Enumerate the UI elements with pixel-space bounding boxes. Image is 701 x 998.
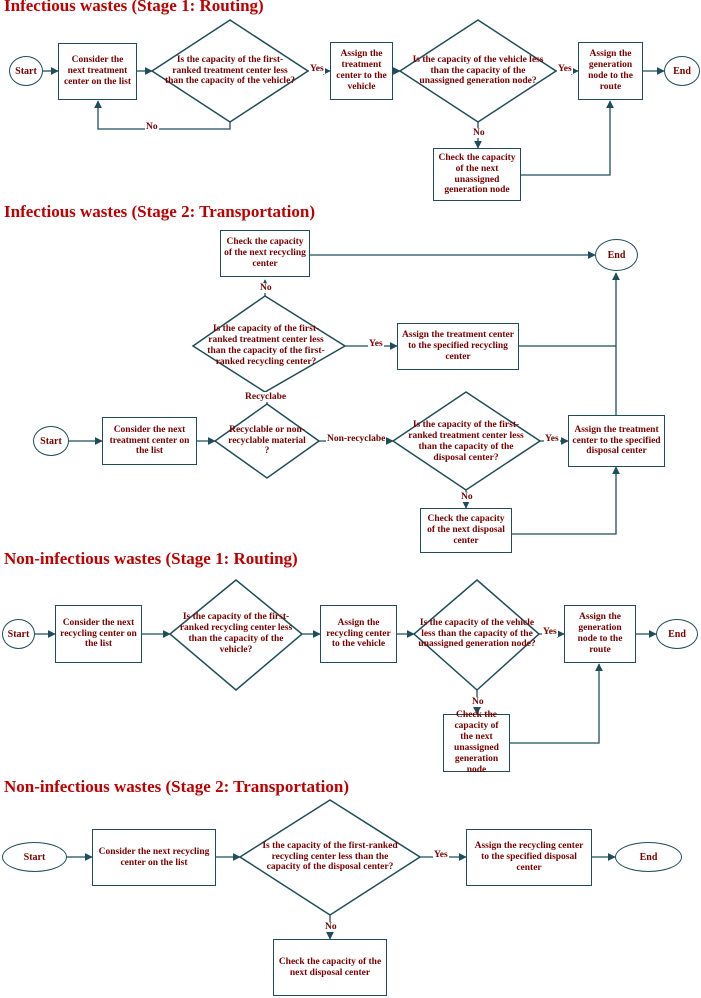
s2-end-node: End — [595, 239, 638, 271]
s3-decision2-text: Is the capacity of the vehicle less than… — [418, 617, 536, 650]
s1-yes-label-2: Yes — [557, 64, 573, 74]
s1-start-node: Start — [9, 56, 43, 86]
s2-yes-label-1: Yes — [368, 339, 384, 349]
s2-assign-recycling: Assign the treatment center to the speci… — [397, 323, 519, 370]
s4-assign-disposal: Assign the recycling center to the speci… — [466, 829, 592, 886]
s1-step-assign-treatment: Assign the treatment center to the vehic… — [330, 42, 393, 100]
s1-yes-label-1: Yes — [309, 64, 325, 74]
s3-start-node: Start — [2, 619, 35, 649]
s4-decision-text: Is the capacity of the first-ranked recy… — [262, 840, 398, 873]
s2-check-recycling: Check the capacity of the next recycling… — [220, 230, 310, 277]
s2-decision-recycle-text: Is the capacity of the first-ranked trea… — [207, 324, 325, 367]
s2-step-consider: Consider the next treatment center on th… — [102, 417, 197, 465]
section4-title: Non-infectious wastes (Stage 2: Transpor… — [4, 777, 350, 796]
s1-step-assign-node: Assign the generation node to the route — [578, 42, 643, 100]
s2-decision-material-shape — [213, 403, 321, 479]
section1-title: Infectious wastes (Stage 1: Routing) — [4, 0, 264, 15]
s1-decision2-text: Is the capacity of the vehicle less than… — [412, 54, 544, 87]
s2-assign-disposal: Assign the treatment center to the speci… — [568, 415, 665, 467]
s3-end-node: End — [656, 619, 698, 649]
s2-decision-disposal-text: Is the capacity of the first-ranked trea… — [408, 420, 524, 463]
s3-decision1-shape — [168, 579, 304, 691]
s2-start-node: Start — [33, 426, 69, 456]
s3-no-label: No — [471, 697, 485, 707]
s3-check-capacity: Check the capacity of the next unassigne… — [443, 710, 510, 775]
s3-step-assign-node: Assign the generation node to the route — [564, 605, 636, 663]
s2-decision-material-text: Recyclable or non-recyclable material ? — [228, 424, 306, 457]
s1-no-label-1: No — [145, 122, 159, 132]
s2-yes-label-2: Yes — [544, 434, 560, 444]
s2-no-label-1: No — [259, 283, 273, 293]
s3-decision1-text: Is the capacity of the first-ranked recy… — [179, 612, 293, 655]
s4-yes-label: Yes — [433, 850, 449, 860]
s4-start-node: Start — [2, 842, 67, 872]
s4-end-node: End — [615, 842, 682, 872]
s2-recyclable-label: Recyclabe — [244, 392, 288, 402]
s1-decision1-text: Is the capacity of the first-ranked trea… — [164, 54, 296, 87]
s2-nonrecyclable-label: Non-recyclabe — [326, 434, 387, 444]
s2-check-disposal: Check the capacity of the next disposal … — [420, 508, 512, 553]
s1-step-consider: Consider the next treatment center on th… — [58, 43, 137, 100]
s2-no-label-2: No — [460, 492, 474, 502]
s1-no-label-2: No — [472, 128, 486, 138]
s1-check-capacity: Check the capacity of the next unassigne… — [433, 148, 521, 201]
section3-title: Non-infectious wastes (Stage 1: Routing) — [4, 549, 298, 568]
s3-step-consider: Consider the next recycling center on th… — [55, 605, 142, 663]
s1-end-node: End — [664, 56, 700, 86]
s4-no-label: No — [324, 922, 338, 932]
section2-title: Infectious wastes (Stage 2: Transportati… — [4, 202, 316, 221]
s4-check-capacity: Check the capacity of the next disposal … — [273, 939, 387, 996]
s3-yes-label: Yes — [542, 627, 558, 637]
s3-step-assign-recycling: Assign the recycling center to the vehic… — [320, 605, 397, 663]
s4-step-consider: Consider the next recycling center on th… — [92, 829, 216, 886]
